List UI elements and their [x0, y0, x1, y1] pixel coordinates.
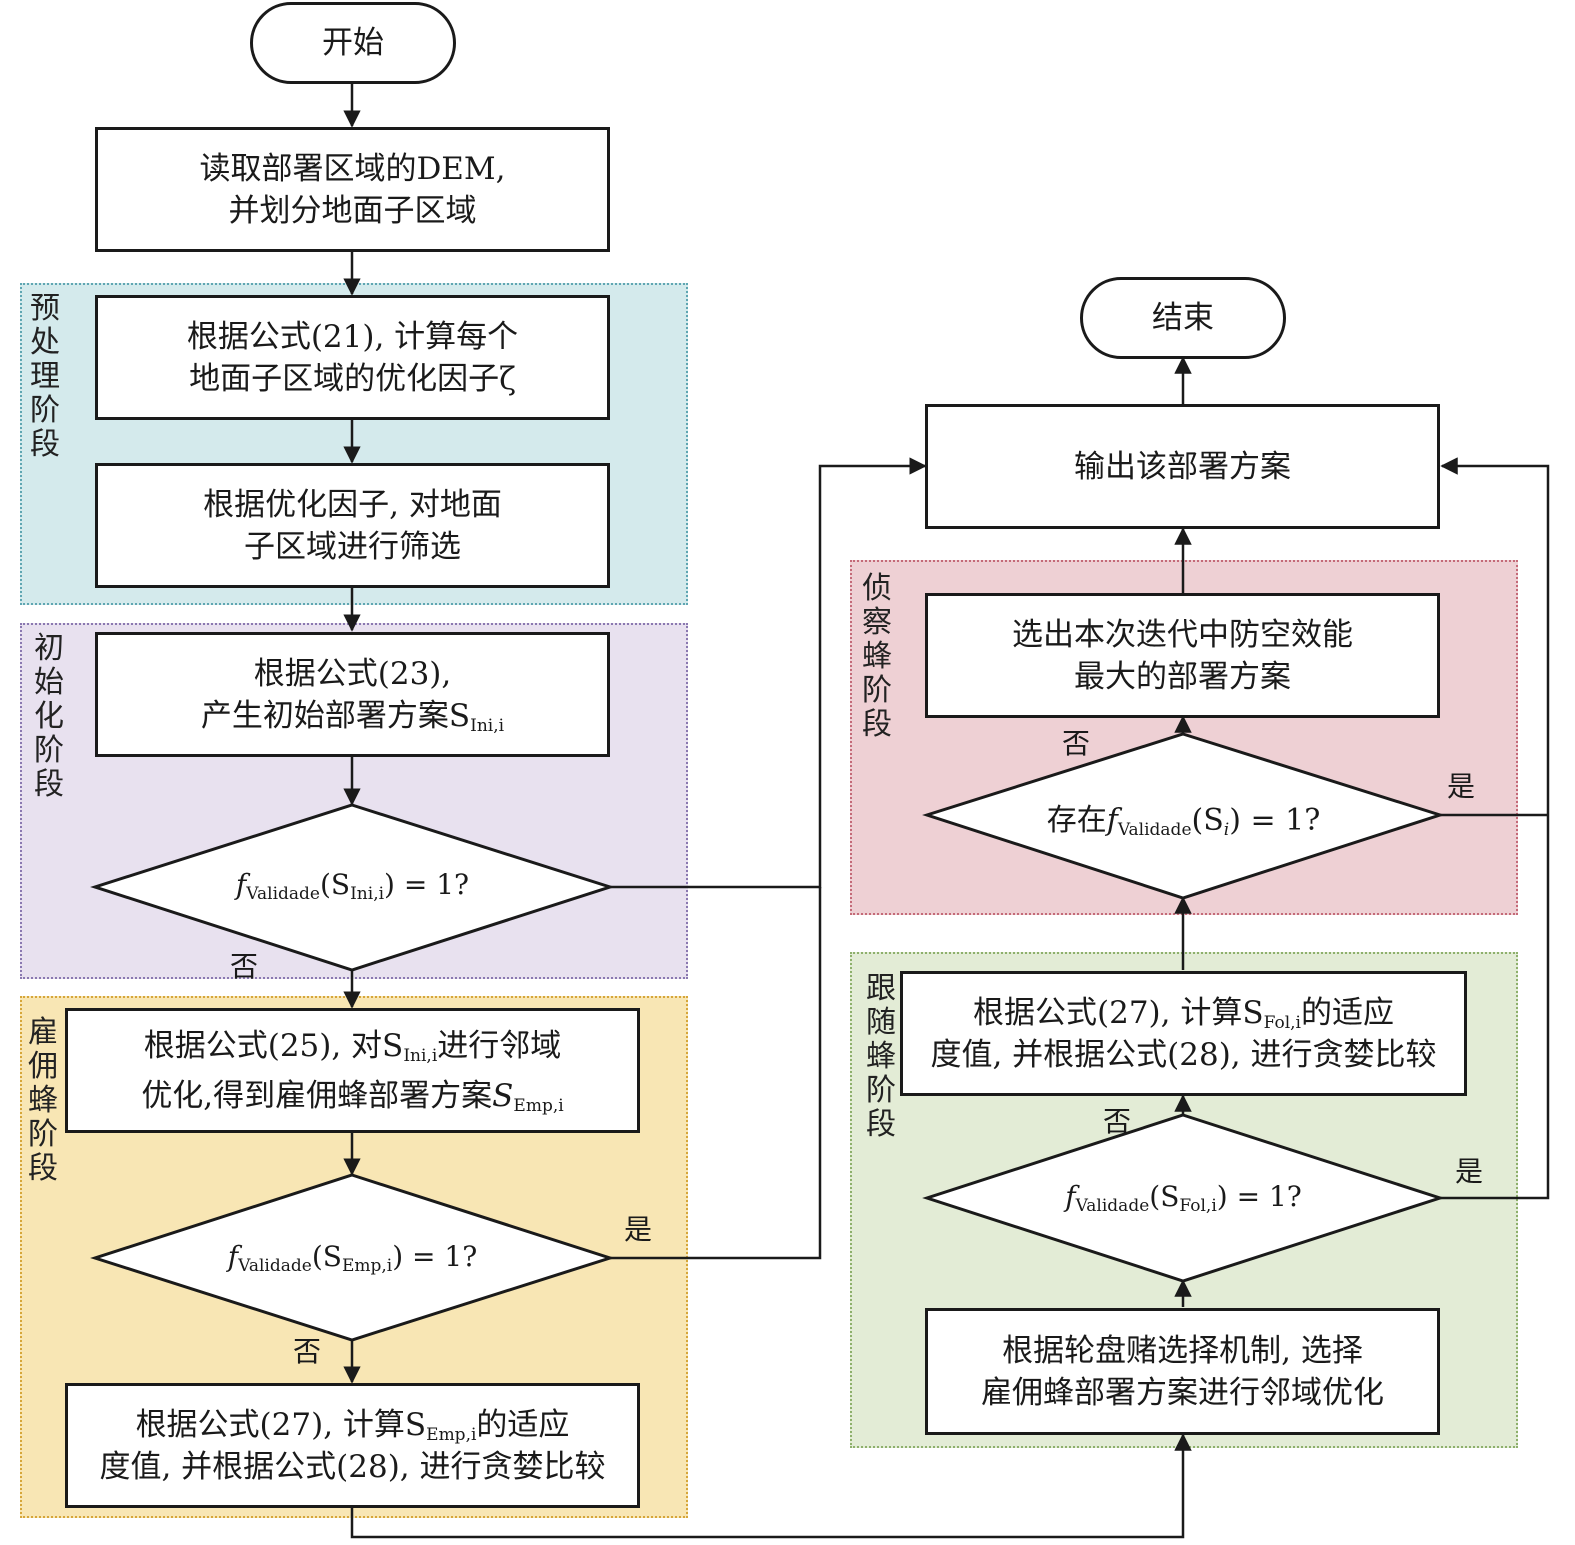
check-fol-label: fValidade(SFol,i) = 1?: [927, 1180, 1440, 1216]
edge-checkemp-output: [610, 887, 822, 1260]
select-best-line2: 最大的部署方案: [1074, 658, 1291, 695]
check-ini-arg-sub: Ini,i: [350, 884, 385, 904]
check-fol-post: ) = 1?: [1216, 1180, 1302, 1213]
output-box: 输出该部署方案: [925, 404, 1440, 529]
neighbor-opt-l1-pre: 根据公式(25), 对S: [143, 1027, 404, 1064]
start-label: 开始: [322, 25, 384, 61]
fitness-fol-line2: 度值, 并根据公式(28), 进行贪婪比较: [930, 1036, 1437, 1073]
phase-init-label: 初始化阶段: [34, 631, 64, 802]
fitness-fol-l1-post: 的适应: [1300, 994, 1394, 1031]
check-exist-arg-sub: i: [1223, 820, 1230, 840]
read-dem-line1: 读取部署区域的DEM,: [199, 150, 506, 187]
phase-scout-label: 侦察蜂阶段: [862, 571, 892, 742]
check-emp-post: ) = 1?: [392, 1240, 478, 1273]
no-exist-label: 否: [1062, 727, 1091, 760]
roulette-line2: 雇佣蜂部署方案进行邻域优化: [981, 1374, 1384, 1411]
check-fol-arg-sub: Fol,i: [1179, 1196, 1217, 1216]
fitness-emp-l1-sub: Emp,i: [426, 1424, 477, 1445]
roulette-line1: 根据轮盘赌选择机制, 选择: [1002, 1332, 1363, 1369]
check-exist-mid: (S: [1191, 803, 1224, 838]
check-fol-mid: (S: [1149, 1180, 1180, 1213]
fitness-fol-l1-pre: 根据公式(27), 计算S: [973, 994, 1264, 1031]
diamond-check-fol: [922, 1113, 1445, 1283]
check-fol-f: f: [1065, 1180, 1076, 1213]
no-emp-label: 否: [293, 1335, 322, 1368]
check-exist-post: ) = 1?: [1229, 803, 1321, 838]
check-exist-sub: Validade: [1117, 820, 1192, 840]
fitness-fol-l1-sub: Fol,i: [1263, 1012, 1301, 1033]
read-dem-box: 读取部署区域的DEM, 并划分地面子区域: [95, 127, 610, 252]
check-ini-f: f: [235, 868, 247, 901]
neighbor-opt-l1-sub: Ini,i: [403, 1045, 438, 1066]
neighbor-opt-line1: 根据公式(25), 对SIni,i进行邻域: [144, 1025, 562, 1067]
diamond-check-ini: [90, 803, 615, 972]
neighbor-opt-line2: 优化,得到雇佣蜂部署方案SEmp,i: [141, 1075, 563, 1117]
check-emp-mid: (S: [311, 1240, 342, 1273]
check-emp-sub: Validade: [238, 1256, 312, 1276]
init-scheme-line2: 产生初始部署方案SIni,i: [201, 695, 504, 737]
neighbor-opt-l2-pre: 优化,得到雇佣蜂部署方案: [141, 1077, 493, 1114]
check-ini-post: ) = 1?: [384, 868, 470, 901]
edge-checkfol-output: [1440, 457, 1550, 1200]
output-label: 输出该部署方案: [1074, 448, 1291, 485]
end-terminal: 结束: [1080, 277, 1286, 359]
neighbor-opt-box: 根据公式(25), 对SIni,i进行邻域 优化,得到雇佣蜂部署方案SEmp,i: [65, 1008, 640, 1133]
fitness-emp-box: 根据公式(27), 计算SEmp,i的适应 度值, 并根据公式(28), 进行贪…: [65, 1383, 640, 1508]
init-scheme-box: 根据公式(23), 产生初始部署方案SIni,i: [95, 632, 610, 757]
no-fol-label: 否: [1103, 1105, 1132, 1138]
read-dem-line2: 并划分地面子区域: [228, 192, 477, 229]
check-ini-label: fValidade(SIni,i) = 1?: [95, 868, 610, 904]
check-exist-f: f: [1106, 803, 1118, 838]
filter-line1: 根据优化因子, 对地面: [203, 486, 502, 523]
check-emp-arg-sub: Emp,i: [341, 1256, 393, 1276]
fitness-emp-l1-post: 的适应: [476, 1406, 570, 1443]
start-terminal: 开始: [250, 2, 456, 84]
diamond-check-exist: [922, 732, 1445, 900]
diamond-check-emp: [90, 1173, 615, 1342]
compute-factor-box: 根据公式(21), 计算每个 地面子区域的优化因子ζ: [95, 295, 610, 420]
init-scheme-line2-sub: Ini,i: [470, 715, 505, 736]
select-best-box: 选出本次迭代中防空效能 最大的部署方案: [925, 593, 1440, 718]
neighbor-opt-l2-sub: Emp,i: [513, 1095, 564, 1116]
yes-emp-label: 是: [624, 1213, 653, 1246]
compute-factor-line1: 根据公式(21), 计算每个: [186, 318, 519, 355]
fitness-emp-l1-pre: 根据公式(27), 计算S: [135, 1406, 427, 1443]
init-scheme-line1: 根据公式(23),: [253, 655, 452, 692]
check-exist-label: 存在fValidade(Si) = 1?: [927, 795, 1440, 839]
init-scheme-line2-text: 产生初始部署方案S: [200, 697, 471, 734]
fitness-emp-line1: 根据公式(27), 计算SEmp,i的适应: [136, 1404, 570, 1446]
phase-preprocess-label: 预处理阶段: [30, 291, 60, 462]
filter-box: 根据优化因子, 对地面 子区域进行筛选: [95, 463, 610, 588]
check-emp-f: f: [227, 1240, 239, 1273]
fitness-emp-line2: 度值, 并根据公式(28), 进行贪婪比较: [99, 1448, 606, 1485]
phase-employed-label: 雇佣蜂阶段: [28, 1015, 58, 1186]
neighbor-opt-l1-post: 进行邻域: [437, 1027, 562, 1064]
fitness-fol-line1: 根据公式(27), 计算SFol,i的适应: [973, 992, 1394, 1034]
check-ini-mid: (S: [319, 868, 351, 901]
fitness-fol-box: 根据公式(27), 计算SFol,i的适应 度值, 并根据公式(28), 进行贪…: [900, 971, 1467, 1096]
yes-exist-label: 是: [1447, 770, 1476, 803]
check-ini-sub: Validade: [246, 884, 320, 904]
select-best-line1: 选出本次迭代中防空效能: [1012, 616, 1353, 653]
check-fol-sub: Validade: [1075, 1196, 1150, 1216]
phase-follower-label: 跟随蜂阶段: [866, 971, 896, 1142]
neighbor-opt-l2-s: S: [492, 1077, 514, 1114]
check-exist-pre: 存在: [1046, 803, 1107, 838]
no-ini-label: 否: [230, 950, 259, 983]
filter-line2: 子区域进行筛选: [244, 528, 461, 565]
roulette-box: 根据轮盘赌选择机制, 选择 雇佣蜂部署方案进行邻域优化: [925, 1308, 1440, 1435]
yes-fol-label: 是: [1455, 1155, 1484, 1188]
check-emp-label: fValidade(SEmp,i) = 1?: [95, 1240, 610, 1276]
edge-fitness-roulette: [350, 1433, 1192, 1539]
edge-checkini-output: [610, 457, 927, 889]
end-label: 结束: [1152, 300, 1214, 336]
compute-factor-line2: 地面子区域的优化因子ζ: [189, 360, 516, 397]
